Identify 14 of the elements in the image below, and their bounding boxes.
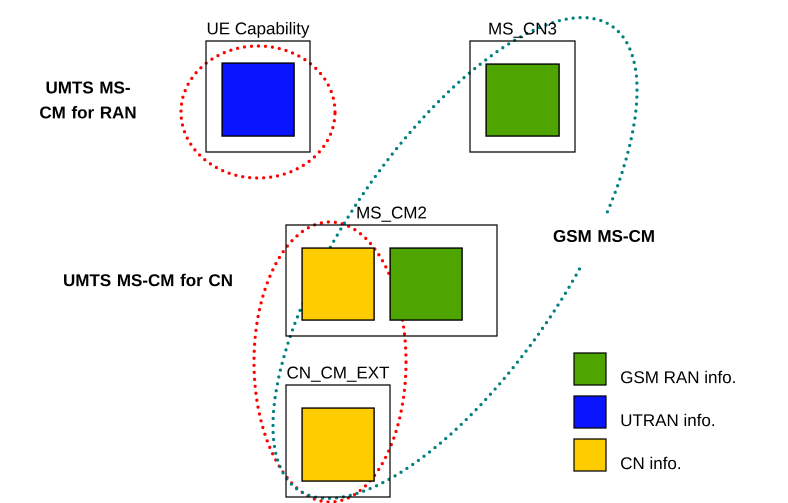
- square: [389, 247, 463, 321]
- box-heading: UE Capability: [208, 22, 310, 38]
- square: [301, 407, 375, 482]
- square: [485, 63, 560, 137]
- legend-label: CN info.: [621, 456, 680, 470]
- square: [221, 62, 295, 137]
- legend-label: GSM RAN info.: [621, 370, 735, 384]
- box-heading: CN_CM_EXT: [287, 366, 390, 382]
- legend-label: UTRAN info.: [622, 414, 714, 426]
- box-heading: MS_CM2: [357, 206, 426, 222]
- group-label: UMTS MS-CM for RAN: [40, 81, 136, 119]
- square: [301, 247, 375, 321]
- group-label: GSM MS-CM: [554, 230, 654, 242]
- group-label: UMTS MS-CM for CN: [64, 274, 232, 286]
